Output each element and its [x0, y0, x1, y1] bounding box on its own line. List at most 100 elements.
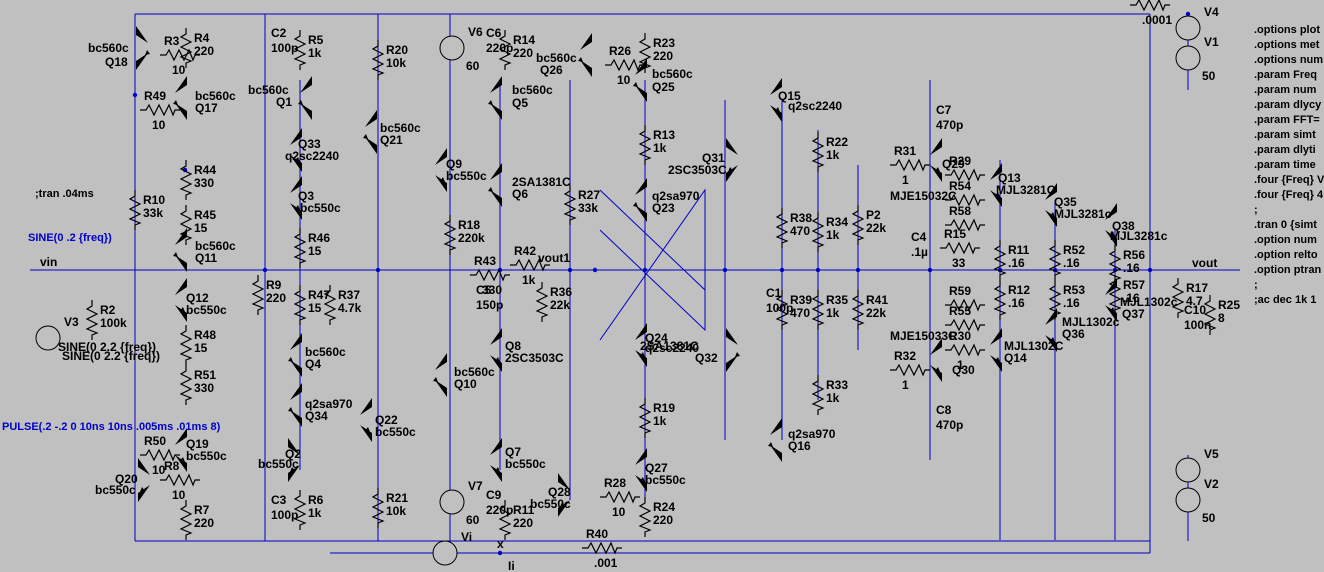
transistor-q10[interactable]: [421, 353, 447, 397]
resistor-r13[interactable]: [638, 125, 652, 165]
resistor-r11[interactable]: [498, 500, 512, 540]
transistor-q38[interactable]: [1091, 203, 1117, 247]
resistor-r39[interactable]: [775, 290, 789, 330]
resistor-r57[interactable]: [1108, 275, 1122, 315]
resistor-r52[interactable]: [1048, 240, 1062, 280]
resistor-r9[interactable]: [251, 275, 265, 315]
transistor-q36[interactable]: [1031, 308, 1057, 352]
transistor-q19[interactable]: [161, 428, 187, 472]
transistor-q7[interactable]: [476, 438, 502, 482]
transistor-q24[interactable]: [621, 323, 647, 367]
transistor-q2[interactable]: [288, 438, 314, 482]
transistor-q13[interactable]: [976, 163, 1002, 207]
resistor-r44[interactable]: [179, 160, 193, 200]
transistor-q34[interactable]: [276, 383, 302, 427]
resistor-r3[interactable]: [160, 48, 200, 62]
resistor-r26[interactable]: [605, 58, 645, 72]
resistor-r10[interactable]: [128, 190, 142, 230]
resistor-r11[interactable]: [993, 240, 1007, 280]
resistor-r17[interactable]: [1171, 278, 1185, 318]
resistor-r28[interactable]: [600, 490, 640, 504]
resistor-r25[interactable]: [1203, 295, 1217, 335]
resistor-r55[interactable]: [945, 318, 985, 332]
transistor-q27[interactable]: [621, 448, 647, 492]
transistor-q30[interactable]: [916, 338, 942, 382]
resistor-r48[interactable]: [179, 325, 193, 365]
resistor-p2[interactable]: [851, 205, 865, 245]
resistor-r31[interactable]: [890, 158, 930, 172]
transistor-q32[interactable]: [726, 328, 752, 372]
resistor-r7[interactable]: [179, 500, 193, 540]
resistor-r23[interactable]: [638, 33, 652, 73]
resistor-r33[interactable]: [811, 375, 825, 415]
resistor-r32[interactable]: [890, 363, 930, 377]
voltage-source-v1[interactable]: [1175, 38, 1201, 78]
voltage-source-v5[interactable]: [1175, 450, 1201, 490]
voltage-source-v7[interactable]: [439, 482, 465, 522]
resistor-r30[interactable]: [945, 343, 985, 357]
resistor-r45[interactable]: [179, 205, 193, 245]
transistor-q3[interactable]: [276, 176, 302, 220]
resistor-r54[interactable]: [945, 193, 985, 207]
voltage-source-vi[interactable]: [432, 533, 458, 572]
transistor-q18[interactable]: [136, 26, 162, 70]
resistor-r12[interactable]: [993, 280, 1007, 320]
transistor-q5[interactable]: [476, 76, 502, 120]
transistor-q26[interactable]: [566, 33, 592, 77]
resistor-r24[interactable]: [638, 497, 652, 537]
resistor-r18[interactable]: [443, 215, 457, 255]
transistor-q33[interactable]: [276, 128, 302, 172]
transistor-q14[interactable]: [976, 328, 1002, 372]
resistor-r35[interactable]: [811, 290, 825, 330]
resistor-r40[interactable]: [582, 541, 622, 555]
transistor-q15[interactable]: [756, 78, 782, 122]
transistor-q1[interactable]: [286, 76, 312, 120]
resistor-r6[interactable]: [293, 490, 307, 530]
transistor-q17[interactable]: [161, 76, 187, 120]
resistor-r37[interactable]: [323, 285, 337, 325]
resistor-r38[interactable]: [775, 208, 789, 248]
voltage-source-v2[interactable]: [1175, 480, 1201, 520]
resistor-r41[interactable]: [851, 290, 865, 330]
resistor-r43[interactable]: [470, 268, 510, 282]
resistor-r49[interactable]: [140, 103, 180, 117]
resistor-r47[interactable]: [293, 285, 307, 325]
voltage-source-v6[interactable]: [439, 28, 465, 68]
resistor-r53[interactable]: [1048, 280, 1062, 320]
resistor-r20[interactable]: [371, 40, 385, 80]
resistor-r50[interactable]: [140, 448, 180, 462]
transistor-q16[interactable]: [756, 418, 782, 462]
transistor-q9[interactable]: [421, 148, 447, 192]
transistor-q29[interactable]: [916, 138, 942, 182]
resistor-r19[interactable]: [638, 398, 652, 438]
transistor-q20[interactable]: [138, 458, 164, 502]
resistor-r2[interactable]: [85, 300, 99, 340]
resistor-r46[interactable]: [293, 228, 307, 268]
voltage-source-v4[interactable]: [1175, 8, 1201, 48]
voltage-source-v3[interactable]: [35, 318, 61, 358]
resistor-r34[interactable]: [811, 212, 825, 252]
resistor-r21[interactable]: [371, 488, 385, 528]
resistor-r51[interactable]: [179, 365, 193, 405]
transistor-q25[interactable]: [621, 58, 647, 102]
resistor-r5[interactable]: [293, 30, 307, 70]
resistor-r36[interactable]: [535, 282, 549, 322]
resistor-r15[interactable]: [940, 241, 980, 255]
resistor-r8[interactable]: [160, 473, 200, 487]
transistor-q4[interactable]: [276, 333, 302, 377]
resistor-r22[interactable]: [811, 132, 825, 172]
transistor-q6[interactable]: [476, 163, 502, 207]
resistor-r59[interactable]: [945, 298, 985, 312]
resistor-r1[interactable]: [1130, 0, 1170, 12]
transistor-q12[interactable]: [161, 278, 187, 322]
resistor-r29[interactable]: [945, 168, 985, 182]
transistor-q11[interactable]: [161, 228, 187, 272]
resistor-r56[interactable]: [1108, 245, 1122, 285]
resistor-r27[interactable]: [563, 185, 577, 225]
transistor-q22[interactable]: [346, 398, 372, 442]
transistor-q28[interactable]: [558, 473, 584, 517]
transistor-q35[interactable]: [1031, 183, 1057, 227]
transistor-q37[interactable]: [1091, 278, 1117, 322]
